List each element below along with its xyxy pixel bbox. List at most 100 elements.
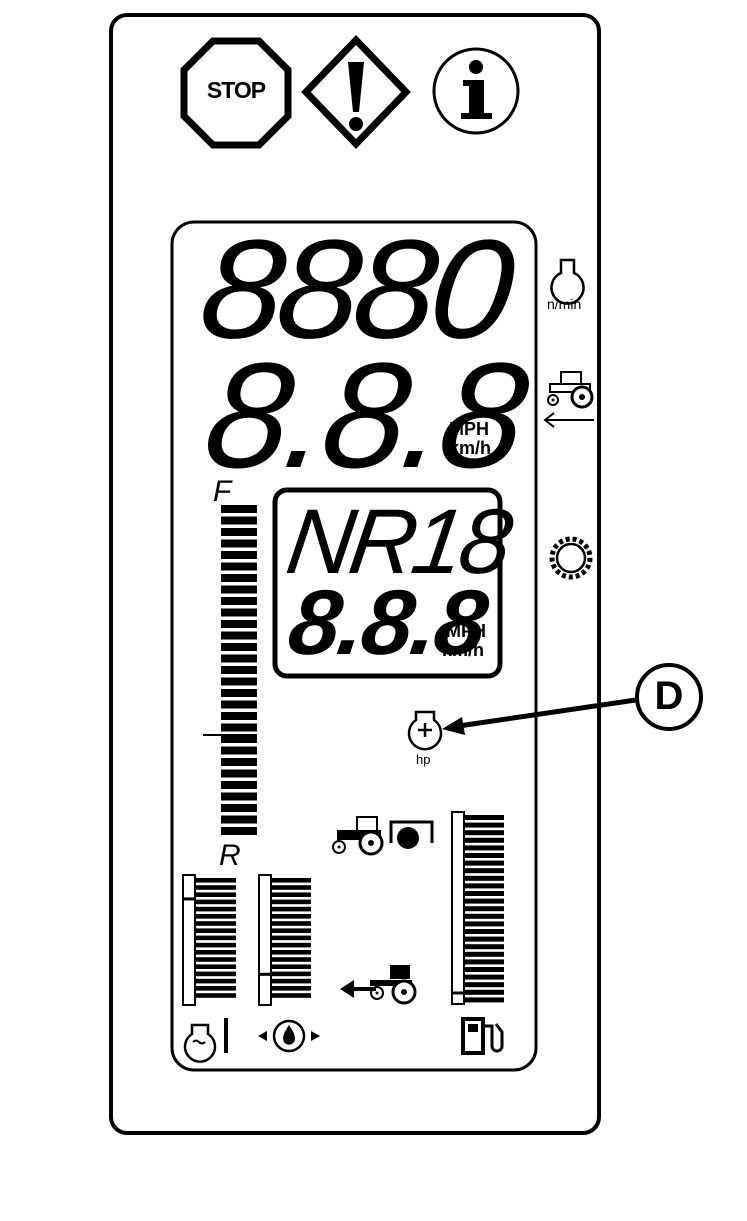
load-bar-segment [221, 746, 257, 755]
oil-pressure-stripe [272, 878, 311, 883]
load-bar-segment [221, 712, 257, 720]
load-bar-segments [221, 505, 257, 835]
coolant-temp-stripe [196, 964, 236, 969]
fuel-stripe [465, 891, 504, 896]
load-reverse-label: R [219, 839, 241, 872]
oil-pressure-stripe [272, 950, 311, 955]
coolant-temp-stripe [196, 921, 236, 926]
fuel-pump-icon [461, 1017, 504, 1055]
fuel-stripe [465, 845, 504, 851]
load-bar-segment [221, 781, 257, 789]
fuel-stripe [465, 906, 504, 912]
load-bar-segment [221, 574, 257, 582]
coolant-temp-stripe [196, 906, 236, 912]
load-bar-segment [221, 516, 257, 525]
fuel-stripe [465, 944, 504, 950]
oil-pressure-stripe [272, 892, 311, 897]
load-bar-segment [221, 689, 257, 697]
load-bar-segment [221, 539, 257, 548]
callout-arrow [442, 697, 637, 735]
coolant-temp-stripe [196, 971, 236, 977]
load-bar-segment [221, 643, 257, 651]
load-bar-segment [221, 608, 257, 617]
coolant-temp-stripe [196, 993, 236, 998]
fuel-stripe [465, 913, 504, 919]
warning-icon [301, 34, 411, 150]
oil-pressure-stripe [272, 964, 311, 969]
load-bar-segment [221, 597, 257, 605]
coolant-temp-stripe [196, 914, 236, 919]
load-bar-segment [221, 700, 257, 709]
status-box [272, 487, 503, 679]
coolant-temp-stripe [196, 950, 236, 955]
oil-pressure-gauge [258, 874, 311, 1006]
coolant-temp-icon [183, 1018, 228, 1063]
load-bar-segment [221, 735, 257, 743]
load-bar-segment [221, 528, 257, 536]
coolant-temp-stripe [196, 942, 236, 948]
power-boost-label: hp [416, 752, 431, 767]
coolant-temp-stripe [196, 878, 236, 883]
load-bar-segment [221, 654, 257, 663]
load-bar-segment [221, 815, 257, 824]
fuel-stripe [465, 997, 504, 1003]
rpm-unit-label: n/min [547, 296, 582, 312]
fuel-stripe [465, 837, 504, 843]
speed-unit-kmh: km/h [449, 438, 492, 458]
tractor-reverse-icon [543, 371, 594, 428]
coolant-temp-stripe [196, 892, 236, 897]
fuel-stripe [465, 822, 504, 828]
oil-pressure-stripe [272, 928, 311, 933]
fuel-stripe [465, 868, 504, 874]
coolant-temp-stripe [196, 899, 236, 905]
load-bar-segment [221, 723, 257, 732]
coolant-temp-stripe [196, 978, 236, 984]
fuel-gauge [451, 811, 504, 1005]
oil-pressure-stripe [272, 971, 311, 977]
fuel-stripe [465, 853, 504, 858]
load-bar-segment [221, 585, 257, 594]
fuel-stripe [465, 982, 504, 988]
coolant-temp-gauge [182, 874, 236, 1006]
load-bar-segment [221, 666, 257, 674]
fuel-stripe [465, 951, 504, 957]
load-bar-segment [221, 758, 257, 766]
callout-letter: D [654, 674, 684, 718]
fuel-stripe [465, 860, 504, 866]
status-unit-mph: MPH [446, 621, 486, 641]
fuel-stripe [465, 875, 504, 881]
fuel-stripe [465, 883, 504, 889]
stop-label: STOP [206, 77, 266, 103]
load-forward-label: F [213, 475, 232, 508]
fuel-stripe [465, 921, 504, 927]
fuel-stripe [465, 830, 504, 836]
coolant-temp-stripe [196, 957, 236, 962]
fuel-stripe [465, 959, 504, 965]
fuel-stripe [465, 815, 504, 820]
load-bar-segment [221, 769, 257, 778]
oil-pressure-stripe [272, 906, 311, 912]
oil-pressure-stripe [272, 957, 311, 962]
engine-rpm-icon [550, 258, 585, 305]
oil-pressure-stripe [272, 935, 311, 941]
load-bar-segment [221, 551, 257, 559]
oil-pressure-stripe [272, 993, 311, 998]
coolant-temp-stripe [196, 935, 236, 941]
fuel-level [453, 991, 463, 995]
load-bar-segment [221, 827, 257, 835]
fuel-stripe [465, 936, 504, 942]
stop-icon [180, 37, 292, 149]
tractor-arrow-icon [340, 965, 417, 1005]
fuel-stripe [465, 989, 504, 995]
oil-pressure-stripe [272, 899, 311, 905]
load-bar-segment [221, 631, 257, 640]
load-bar-segment [221, 677, 257, 686]
fuel-stripe [465, 967, 504, 972]
speed-digit-display: 8.8.8 [196, 331, 534, 499]
coolant-temp-level [184, 897, 194, 901]
power-boost-icon [407, 710, 443, 751]
load-bar-segment [221, 505, 257, 513]
fuel-stripe [465, 974, 504, 980]
tractor-pto-icon [332, 816, 434, 856]
oil-pressure-level [260, 972, 270, 976]
